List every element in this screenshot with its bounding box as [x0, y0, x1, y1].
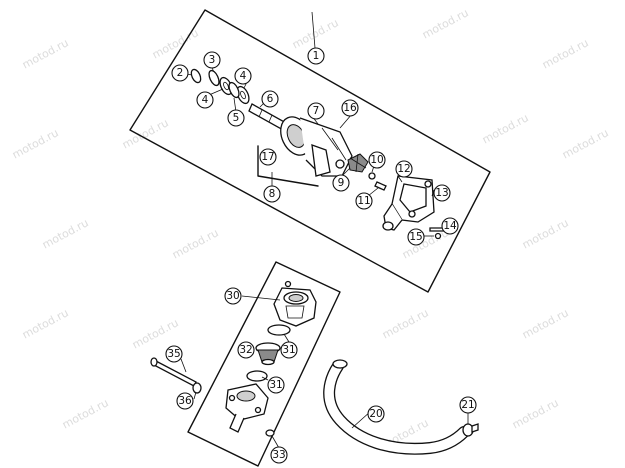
- callout-14: 14: [441, 217, 459, 235]
- callout-label: 30: [226, 290, 239, 302]
- bearing-inner: [240, 90, 246, 100]
- callout-label: 14: [443, 220, 457, 232]
- callout-30: 30: [224, 287, 242, 305]
- callout-label: 5: [233, 112, 240, 124]
- callout-label: 31: [269, 379, 282, 391]
- pump-housing: [280, 116, 353, 177]
- callout-13: 13: [433, 184, 451, 202]
- impeller-screw: [374, 181, 387, 191]
- callout-label: 7: [313, 105, 320, 117]
- callout-8: 8: [263, 185, 281, 203]
- callout-label: 16: [343, 102, 357, 114]
- o-ring-upper: [267, 324, 291, 336]
- callout-label: 31: [282, 344, 295, 356]
- callout-label: 36: [178, 395, 192, 407]
- callout-label: 1: [313, 50, 320, 62]
- callout-3: 3: [203, 51, 221, 69]
- bolt-washer: [192, 382, 202, 394]
- callout-label: 4: [202, 94, 209, 106]
- thermostat: [255, 342, 281, 366]
- callout-33: 33: [270, 446, 288, 464]
- callout-35: 35: [165, 345, 183, 363]
- coolant-hose: [323, 359, 470, 455]
- o-ring-lower: [246, 370, 268, 382]
- pump-cover: [382, 175, 435, 231]
- callout-2: 2: [171, 64, 189, 82]
- callout-5: 5: [227, 109, 245, 127]
- callout-15: 15: [407, 228, 425, 246]
- callout-31-lower: 31: [267, 376, 285, 394]
- callout-label: 35: [167, 348, 180, 360]
- small-o-ring: [265, 429, 275, 437]
- callout-7: 7: [307, 102, 325, 120]
- shaft-seal: [228, 81, 240, 99]
- callout-17: 17: [259, 148, 277, 166]
- bracket-outline: [257, 145, 319, 187]
- callout-20: 20: [367, 405, 385, 423]
- callout-label: 2: [177, 67, 184, 79]
- long-bolt: [150, 357, 197, 387]
- callout-4-left: 4: [196, 91, 214, 109]
- callout-label: 33: [272, 449, 285, 461]
- callout-16: 16: [341, 99, 359, 117]
- callout-label: 15: [409, 231, 422, 243]
- callout-label: 12: [397, 163, 410, 175]
- thermostat-housing: [225, 383, 269, 433]
- callout-label: 8: [269, 188, 276, 200]
- callout-10: 10: [368, 151, 386, 169]
- thermostat-cover: [273, 280, 317, 327]
- washer-small: [368, 172, 376, 180]
- pump-shaft-detail: [258, 109, 273, 123]
- snap-ring: [190, 68, 202, 84]
- callout-label: 17: [261, 151, 274, 163]
- callout-label: 6: [267, 93, 274, 105]
- callout-32: 32: [237, 341, 255, 359]
- callout-31-upper: 31: [280, 341, 298, 359]
- thermostat-assembly-frame: [187, 261, 341, 467]
- callout-9: 9: [332, 174, 350, 192]
- callout-label: 20: [369, 408, 382, 420]
- callout-label: 10: [370, 154, 383, 166]
- drain-washer: [434, 232, 442, 240]
- callout-11: 11: [355, 192, 373, 210]
- callout-4-right: 4: [234, 67, 252, 85]
- water-pump-assembly-frame: [129, 9, 491, 293]
- callout-label: 9: [338, 177, 345, 189]
- callout-label: 13: [435, 187, 448, 199]
- washer: [208, 69, 220, 87]
- callout-label: 4: [240, 70, 247, 82]
- callout-label: 21: [461, 399, 474, 411]
- callout-6: 6: [261, 90, 279, 108]
- callout-36: 36: [176, 392, 194, 410]
- callout-12: 12: [395, 160, 413, 178]
- callout-21: 21: [459, 396, 477, 414]
- callout-label: 3: [209, 54, 216, 66]
- hose-clamp: [462, 423, 479, 437]
- callout-label: 11: [357, 195, 370, 207]
- bearing-inner: [223, 81, 229, 91]
- callout-label: 32: [239, 344, 252, 356]
- callout-1: 1: [307, 47, 325, 65]
